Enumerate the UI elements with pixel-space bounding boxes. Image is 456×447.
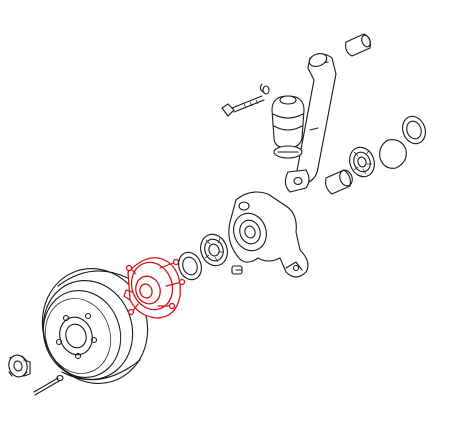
brake-drum bbox=[41, 267, 149, 385]
spindle-knuckle bbox=[228, 191, 309, 278]
cotter-pin bbox=[33, 374, 64, 396]
grease-seal bbox=[178, 251, 202, 281]
wheel-hub bbox=[123, 257, 186, 319]
inner-seal bbox=[402, 115, 426, 145]
rubber-bushing bbox=[271, 95, 305, 159]
outer-bearing bbox=[200, 233, 228, 267]
inner-bearing bbox=[349, 146, 375, 178]
axle-nut bbox=[8, 354, 31, 378]
control-arm bbox=[284, 53, 337, 193]
inner-spacer bbox=[325, 169, 353, 195]
arm-bushing-sleeve bbox=[345, 33, 371, 57]
retaining-clip bbox=[259, 83, 270, 95]
snap-ring bbox=[379, 139, 407, 169]
mounting-bolt bbox=[221, 95, 265, 117]
